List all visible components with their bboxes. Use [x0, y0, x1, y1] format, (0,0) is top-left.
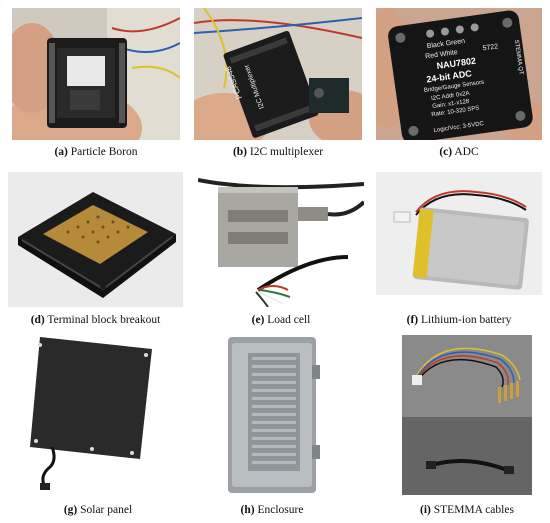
adc-colors2-text: Red White — [425, 49, 458, 60]
caption-a: (a) Particle Boron — [54, 146, 138, 158]
adc-num-text: 5722 — [482, 43, 499, 52]
photo-enclosure — [218, 335, 326, 495]
photo-solar-panel — [12, 335, 184, 495]
photo-adc: Black Green Red White 5722 NAU7802 24-bi… — [376, 8, 542, 140]
caption-c: (c) ADC — [439, 146, 479, 158]
caption-i: (i) STEMMA cables — [420, 504, 514, 516]
caption-b: (b) I2C multiplexer — [232, 146, 324, 158]
photo-i2c-multiplexer: PCA9548 I2C Multiplexer — [194, 8, 362, 140]
photo-terminal-block-breakout — [8, 172, 183, 307]
photo-stemma-cables — [402, 335, 532, 495]
caption-h: (h) Enclosure — [240, 504, 304, 516]
caption-g: (g) Solar panel — [63, 504, 133, 516]
caption-e: (e) Load cell — [251, 314, 311, 326]
caption-d: (d) Terminal block breakout — [30, 314, 161, 326]
adc-brand-text: STEMMA QT — [513, 39, 524, 75]
photo-lithium-ion-battery — [376, 172, 542, 295]
caption-f: (f) Lithium-ion battery — [406, 314, 512, 326]
adc-line4-text: Gain: x1-x128 — [432, 99, 470, 110]
photo-particle-boron — [12, 8, 180, 140]
photo-load-cell — [198, 172, 364, 307]
adc-line3-text: I2C Addr 0x2A — [431, 91, 470, 102]
